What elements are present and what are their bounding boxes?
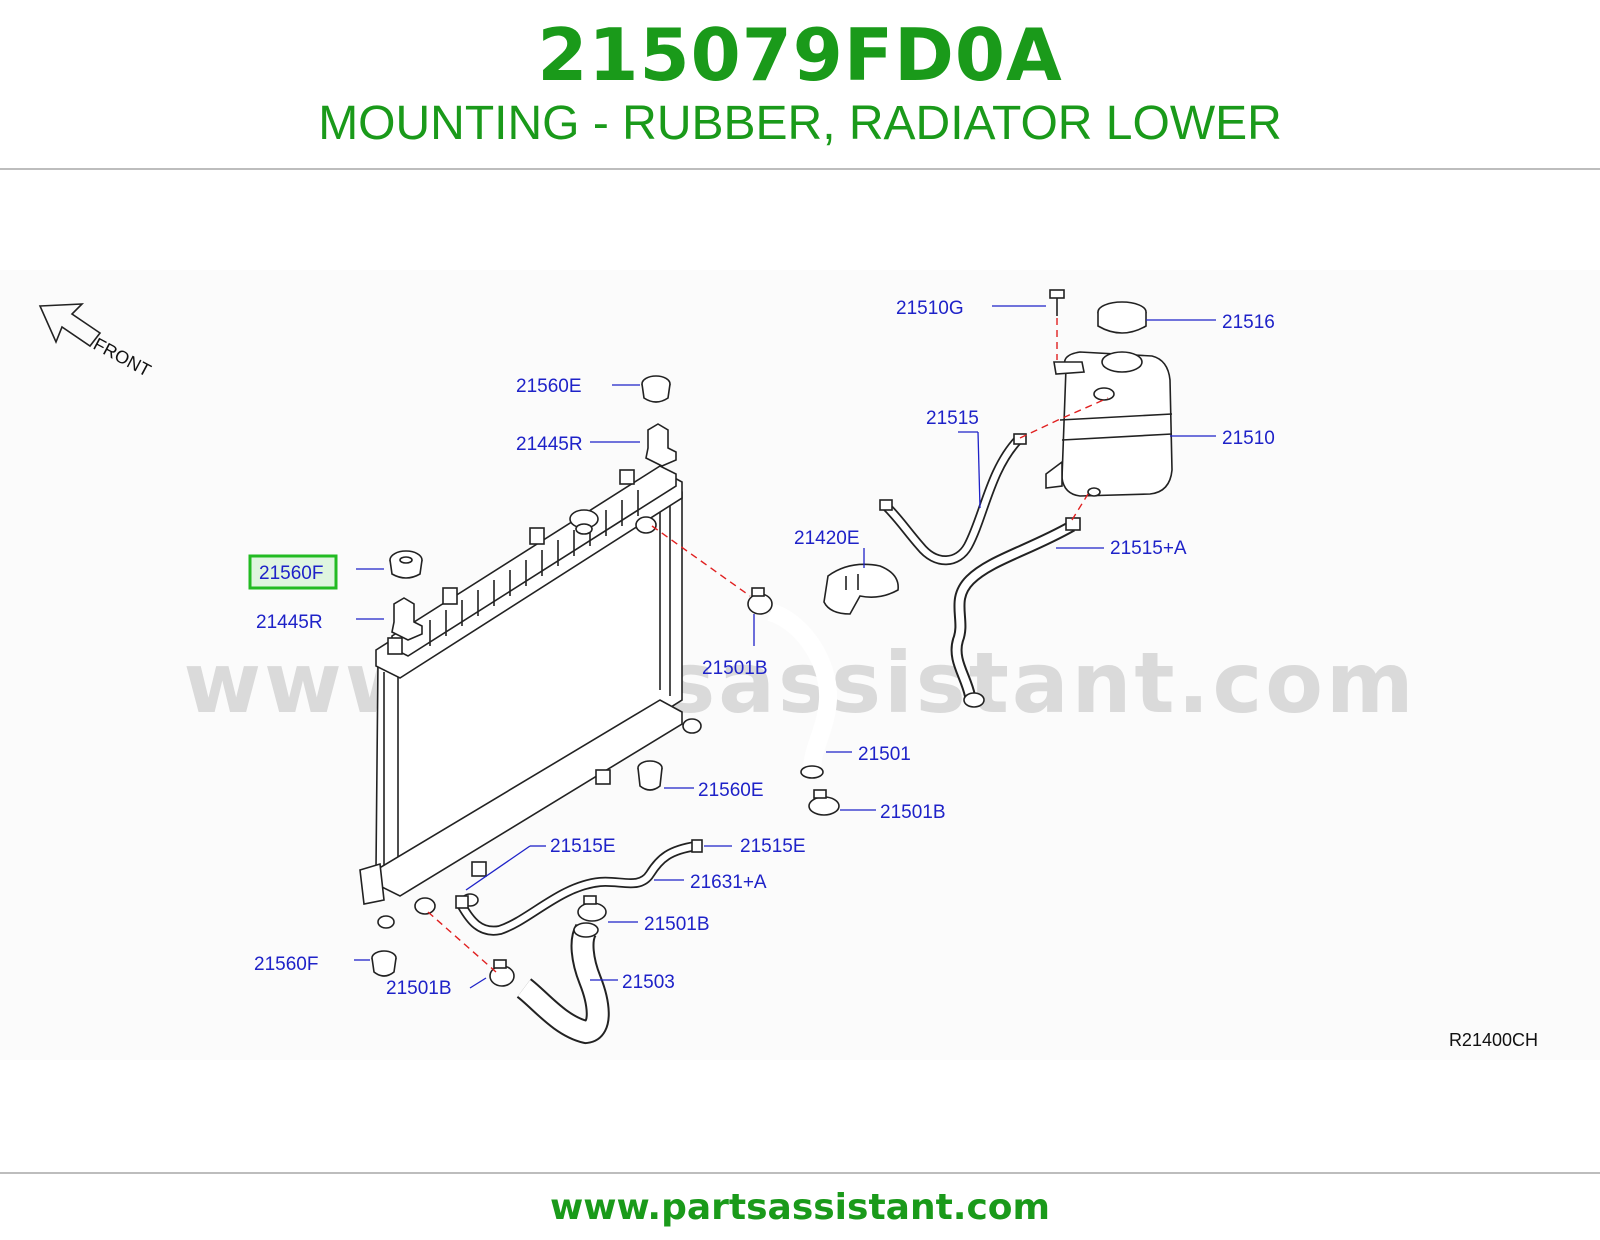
diagram-reference-code: R21400CH — [1449, 1030, 1538, 1050]
upper-hose-21501 — [767, 603, 838, 779]
callout-21510G[interactable]: 21510G — [896, 298, 964, 319]
callout-21510[interactable]: 21510 — [1222, 428, 1275, 449]
callout-21515E-right[interactable]: 21515E — [740, 836, 806, 857]
callout-21560F-bottom[interactable]: 21560F — [254, 954, 318, 975]
page-header: 215079FD0A MOUNTING - RUBBER, RADIATOR L… — [0, 0, 1600, 168]
hose-clamp-21501B-d — [489, 959, 515, 987]
callout-21516[interactable]: 21516 — [1222, 312, 1275, 333]
hose-21515-plus-A — [950, 517, 1081, 708]
lower-hose-21503 — [516, 922, 610, 1045]
diagram-background — [0, 270, 1600, 1060]
overflow-hose-21515 — [879, 433, 1027, 566]
callout-21501B-a[interactable]: 21501B — [702, 658, 768, 679]
callout-21515[interactable]: 21515 — [926, 408, 979, 429]
watermark-text: www.partsassistant.com — [184, 634, 1417, 732]
callout-21501B-c[interactable]: 21501B — [644, 914, 710, 935]
callout-21503[interactable]: 21503 — [622, 972, 675, 993]
callout-21560F-highlighted[interactable]: 21560F — [248, 554, 338, 590]
reservoir-tank-21510 — [1045, 351, 1173, 497]
callout-21560E-top[interactable]: 21560E — [516, 376, 582, 397]
bracket-21445R-left — [391, 597, 423, 641]
mount-rubber-21560F-top — [389, 550, 423, 579]
part-name-subtitle: MOUNTING - RUBBER, RADIATOR LOWER — [318, 97, 1282, 150]
footer-url[interactable]: www.partsassistant.com — [549, 1187, 1051, 1228]
callout-21501B-b[interactable]: 21501B — [880, 802, 946, 823]
header-divider — [0, 168, 1600, 170]
radiator-assembly — [359, 465, 702, 929]
callout-21445R-left[interactable]: 21445R — [256, 612, 323, 633]
footer-divider — [0, 1172, 1600, 1174]
front-label: FRONT — [90, 334, 154, 381]
hose-clamp-21501B-c — [577, 895, 607, 922]
highlight-box — [248, 554, 338, 590]
mount-rubber-21560F-bottom — [371, 950, 397, 977]
hose-21631-plus-A — [455, 839, 703, 936]
hose-clamp-21501B-a — [747, 587, 773, 615]
callout-21501[interactable]: 21501 — [858, 744, 911, 765]
mount-rubber-21560E-mid — [637, 760, 663, 791]
callout-21501B-d[interactable]: 21501B — [386, 978, 452, 999]
callout-21560E-mid[interactable]: 21560E — [698, 780, 764, 801]
callout-21515-plus-A[interactable]: 21515+A — [1110, 538, 1187, 559]
callout-21560F-highlight-label[interactable]: 21560F — [259, 563, 323, 584]
callout-21515E-left[interactable]: 21515E — [550, 836, 616, 857]
bracket-21445R-top — [645, 423, 677, 467]
clip-21420E — [823, 563, 899, 615]
assembly-dashed-lines — [427, 318, 1109, 973]
mount-rubber-21560E-top — [641, 375, 671, 403]
front-arrow-icon: FRONT — [38, 303, 154, 381]
callout-21631-plus-A[interactable]: 21631+A — [690, 872, 767, 893]
part-number-title: 215079FD0A — [537, 13, 1063, 97]
reservoir-cap-21516 — [1097, 301, 1147, 334]
callout-leader-lines — [354, 305, 1216, 989]
bolt-21510G — [1049, 289, 1065, 316]
hose-clamp-21501B-b — [808, 789, 840, 816]
callout-21445R-top[interactable]: 21445R — [516, 434, 583, 455]
callout-21420E[interactable]: 21420E — [794, 528, 860, 549]
